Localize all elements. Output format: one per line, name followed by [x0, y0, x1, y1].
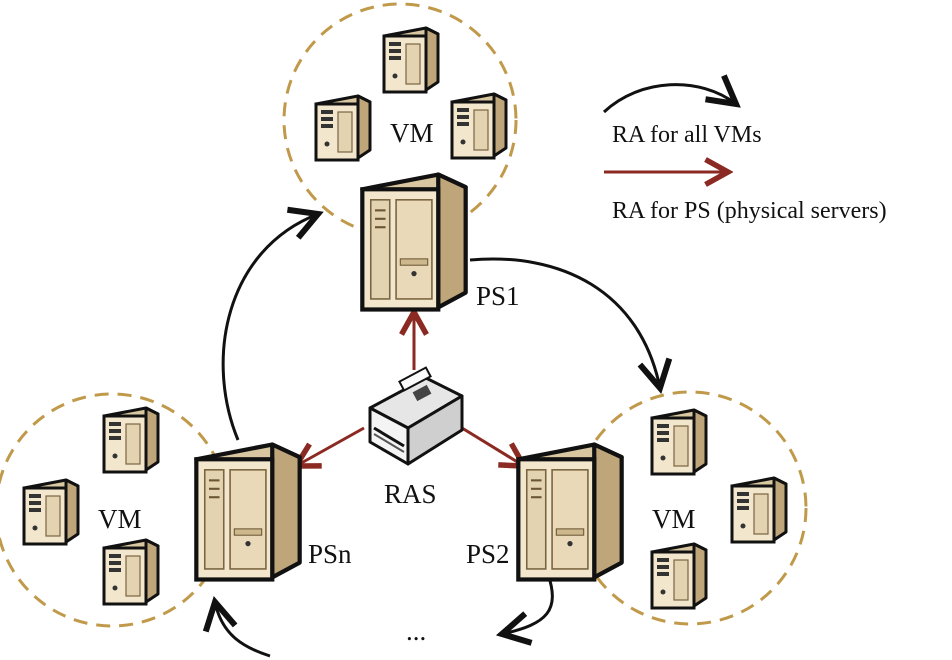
vm-label-psn: VM	[98, 504, 142, 534]
legend-ra-ps: RA for PS (physical servers)	[612, 198, 887, 224]
ps2-server-icon	[518, 445, 621, 580]
vm-label-ps2: VM	[652, 504, 696, 534]
psn-server-icon	[196, 445, 299, 580]
ra-arrow-ellipsis-to-psn	[215, 602, 271, 658]
vm-icon-psn-bottom	[102, 538, 160, 606]
vm-icon-ps2-bottom	[650, 542, 708, 610]
ra-arrow-psn-to-ps1	[221, 214, 318, 441]
vm-icon-ps1-top	[382, 26, 440, 94]
ras-device-icon	[368, 366, 464, 466]
ps2-label: PS2	[466, 539, 510, 569]
ra-arrow-ps1-to-ps2	[469, 257, 660, 388]
vm-icon-ps2-right	[730, 476, 788, 544]
psn-label: PSn	[308, 539, 352, 569]
vm-icon-psn-top	[102, 406, 160, 474]
legend-black-arrow	[602, 85, 736, 114]
cluster-ps2	[572, 390, 808, 626]
ps1-server-icon	[362, 175, 465, 310]
cluster-ring-ps1	[282, 2, 518, 238]
vm-icon-ps2-top	[650, 408, 708, 476]
legend: RA for all VMs RA for PS (physical serve…	[602, 85, 887, 224]
legend-ra-all-vms: RA for all VMs	[612, 122, 762, 148]
vm-label-ps1: VM	[390, 118, 434, 148]
ras-arrow-to-ps2	[461, 426, 524, 466]
ras-arrow-to-psn	[296, 426, 365, 466]
ra-arrow-ps2-to-ellipsis	[502, 573, 554, 634]
cluster-ps1	[282, 2, 518, 238]
ellipsis-label: ...	[406, 616, 426, 646]
ps1-label: PS1	[476, 281, 520, 311]
ras-label: RAS	[384, 479, 437, 509]
vm-icon-psn-left	[22, 478, 80, 546]
vm-icon-ps1-right	[450, 92, 508, 160]
cluster-ring-ps2	[572, 390, 808, 626]
vm-icon-ps1-left	[314, 94, 372, 162]
